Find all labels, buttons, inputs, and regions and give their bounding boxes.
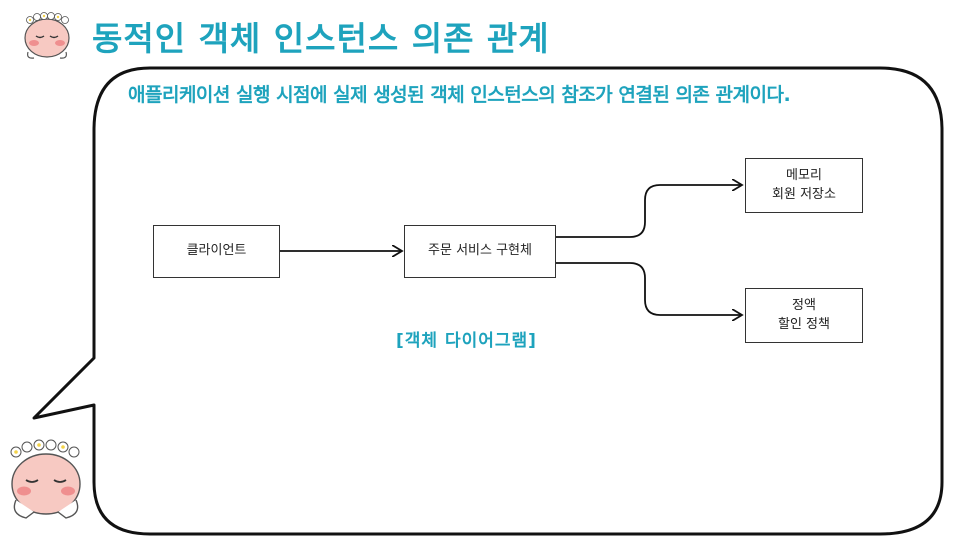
edge-order-service-to-member-repository xyxy=(556,185,742,238)
peach-character-icon xyxy=(24,12,70,59)
description-text: 애플리케이션 실행 시점에 실제 생성된 객체 인스턴스의 참조가 연결된 의존… xyxy=(128,84,791,106)
page-title: 동적인 객체 인스턴스 의존 관계 xyxy=(92,19,550,58)
edge-order-service-to-discount-policy xyxy=(556,262,742,315)
node-client: 클라이언트 xyxy=(153,225,280,278)
node-discount-policy: 정액 할인 정책 xyxy=(745,288,863,343)
diagram-caption: [객체 다이어그램] xyxy=(396,331,537,351)
node-member-repository: 메모리 회원 저장소 xyxy=(745,158,863,213)
node-order-service: 주문 서비스 구현체 xyxy=(404,225,556,278)
peach-character-icon xyxy=(10,439,81,519)
